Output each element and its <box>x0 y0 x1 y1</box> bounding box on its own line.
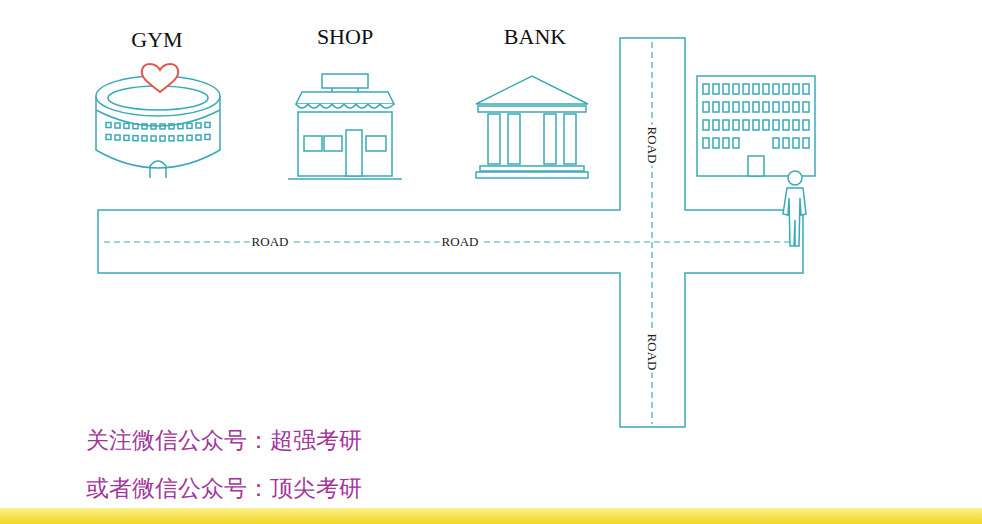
heart-symbol <box>142 64 179 92</box>
road-label: ROAD <box>645 332 659 373</box>
place-name: BANK <box>504 25 566 49</box>
bank-icon <box>476 76 588 178</box>
road-label: ROAD <box>645 125 659 166</box>
person-figure <box>783 171 806 246</box>
watermark-note: 或者微信公众号：顶尖考研 <box>86 476 362 501</box>
place-name: GYM <box>131 28 182 52</box>
bottom-band <box>0 508 982 524</box>
place-name: SHOP <box>317 25 373 49</box>
shop-icon <box>288 74 402 179</box>
building-icon <box>697 76 815 176</box>
watermark-note: 关注微信公众号：超强考研 <box>86 428 362 453</box>
road-label: ROAD <box>440 235 481 249</box>
road-label: ROAD <box>250 235 291 249</box>
